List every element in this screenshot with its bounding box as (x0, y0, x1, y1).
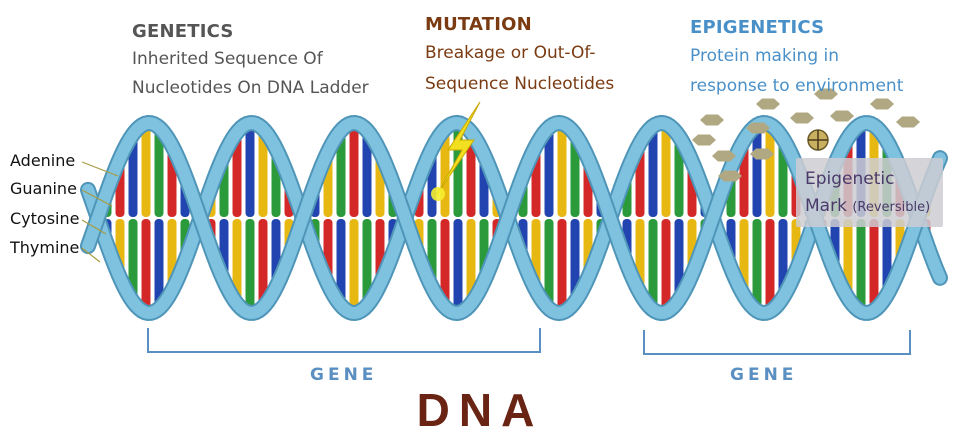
base-segment (466, 132, 476, 217)
genetics-line-2: Nucleotides On DNA Ladder (132, 78, 369, 98)
base-segment (570, 134, 580, 217)
gene-label-right: GENE (730, 365, 798, 385)
base-segment (232, 219, 242, 304)
base-segment (557, 219, 567, 313)
base-segment (869, 219, 879, 311)
base-segment (349, 123, 359, 217)
epigenetic-mark-line-2: Mark (Reversible) (805, 196, 930, 216)
base-segment (648, 126, 658, 217)
adenine-label: Adenine (10, 151, 76, 170)
lightning-bolt-icon (431, 101, 481, 201)
base-segment (232, 132, 242, 217)
methyl-group-icon (692, 134, 716, 146)
base-segment (453, 219, 463, 313)
mutation-line-2: Sequence Nucleotides (425, 74, 615, 94)
base-segment (362, 130, 372, 217)
base-segment (752, 125, 762, 217)
base-segment (544, 127, 554, 217)
methyl-group-icon (718, 170, 742, 182)
base-segment (765, 219, 775, 312)
methyl-group-icon (756, 98, 780, 110)
base-segment (336, 130, 346, 217)
base-segment (258, 219, 268, 308)
base-segment (128, 134, 138, 217)
methyl-group-icon (870, 98, 894, 110)
base-label-pointers (81, 161, 119, 263)
base-segment (440, 219, 450, 308)
gene-bracket-right (643, 330, 911, 355)
base-segment (245, 123, 255, 217)
base-segment (141, 123, 151, 217)
mutation-heading: MUTATION (425, 14, 532, 35)
base-segment (570, 219, 580, 302)
base-segment (128, 219, 138, 302)
epigenetic-mark-line-1: Epigenetic (805, 169, 895, 189)
cytosine-label: Cytosine (10, 209, 80, 228)
base-segment (648, 219, 658, 310)
gene-bracket-left (147, 328, 541, 353)
helix-strand-a (82, 116, 946, 320)
genetics-line-1: Inherited Sequence Of (132, 49, 323, 69)
methyl-group-icon (790, 112, 814, 124)
base-segment (752, 219, 762, 311)
base-segment (154, 127, 164, 217)
base-segment (258, 128, 268, 217)
methyl-group-icon (750, 148, 774, 160)
methyl-group-icon (814, 88, 838, 100)
gene-label-left: GENE (310, 365, 378, 385)
base-segment (856, 219, 866, 312)
methyl-group-icon (746, 122, 770, 134)
base-segment (336, 219, 346, 306)
methyl-group-icon (712, 150, 736, 162)
epigenetics-line-1: Protein making in (690, 46, 840, 66)
base-segment (349, 219, 359, 313)
epigenetic-mark-word: Mark (805, 196, 847, 216)
base-segment (154, 219, 164, 309)
base-segment (245, 219, 255, 313)
base-segment (466, 219, 476, 304)
methyl-groups (692, 88, 920, 182)
base-segment (141, 219, 151, 313)
base-segment (661, 123, 671, 217)
epigenetic-mark-callout (796, 158, 943, 227)
base-segment (362, 219, 372, 306)
base-segment (544, 219, 554, 309)
genetics-heading: GENETICS (132, 21, 234, 42)
base-segment (765, 124, 775, 217)
methyl-group-icon (700, 114, 724, 126)
crosshair-circle-icon (807, 129, 829, 151)
methyl-group-icon (896, 116, 920, 128)
base-segment (557, 123, 567, 217)
thymine-label: Thymine (10, 238, 80, 257)
epigenetics-heading: EPIGENETICS (690, 17, 825, 38)
epigenetic-mark-reversible: (Reversible) (852, 200, 931, 215)
epigenetics-line-2: response to environment (690, 76, 904, 96)
dna-title: DNA (416, 384, 544, 436)
mutation-line-1: Breakage or Out-Of- (425, 43, 596, 63)
guanine-label: Guanine (10, 179, 77, 198)
methyl-group-icon (830, 110, 854, 122)
base-segment (661, 219, 671, 313)
